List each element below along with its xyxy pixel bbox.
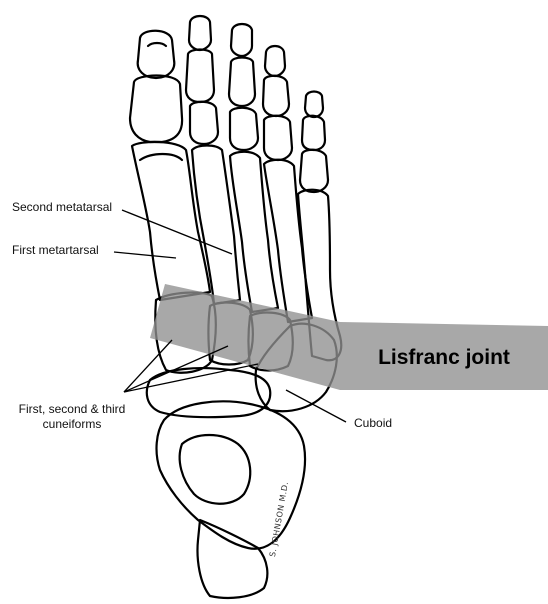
cuneiforms-label-line1: First, second & third — [8, 402, 136, 417]
cuboid-label: Cuboid — [354, 416, 392, 431]
first-metatarsal-label: First metartarsal — [12, 243, 99, 258]
cuneiforms-label: First, second & third cuneiforms — [8, 402, 136, 432]
phalanges — [130, 16, 328, 192]
lisfranc-joint-label: Lisfranc joint — [340, 326, 548, 390]
second-metatarsal-label: Second metatarsal — [12, 200, 112, 215]
cuneiforms-label-line2: cuneiforms — [8, 417, 136, 432]
